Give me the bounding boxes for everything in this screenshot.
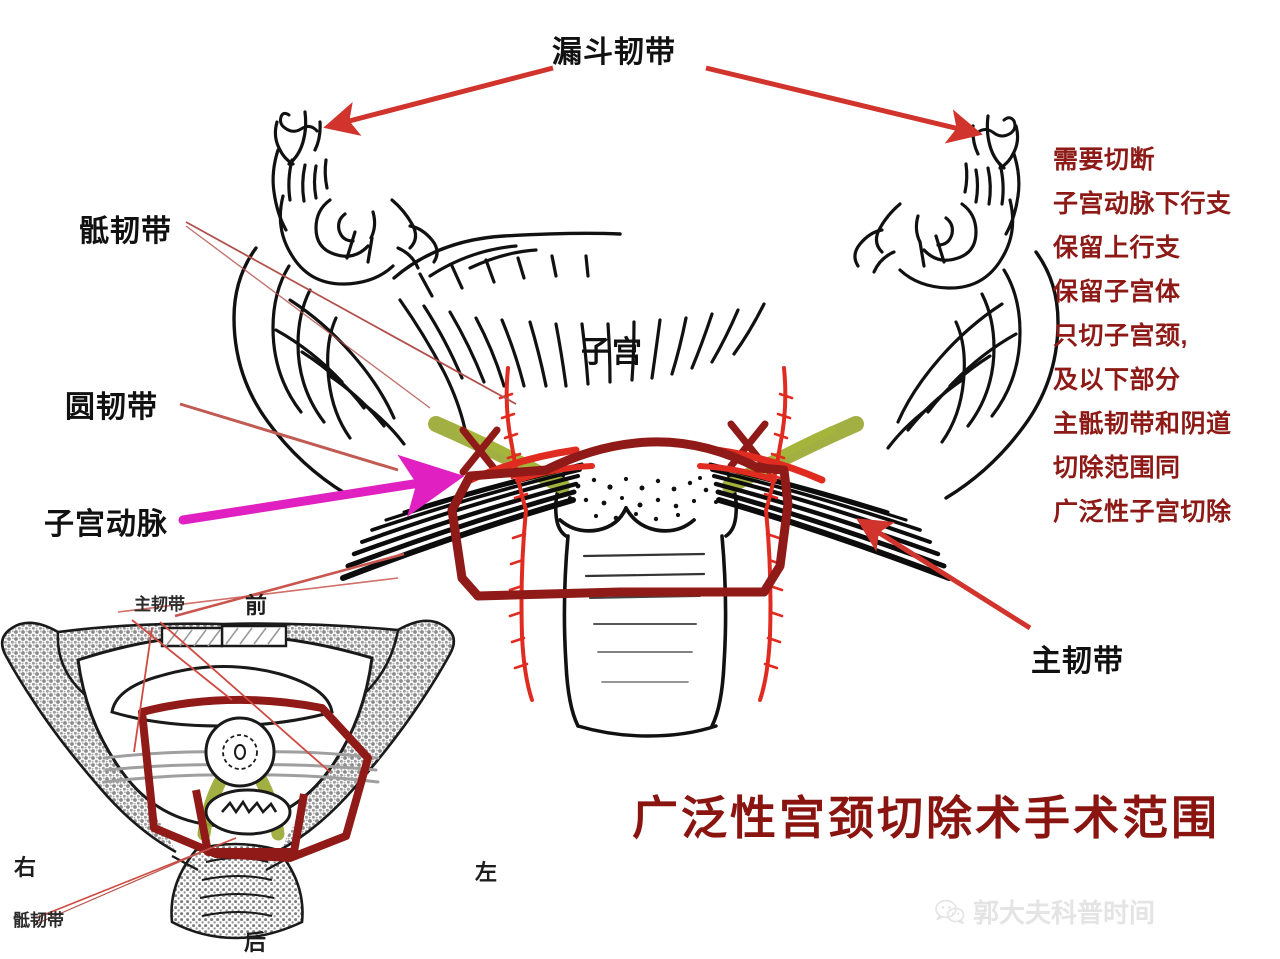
inset-label-posterior: 后 xyxy=(244,930,267,955)
label-infundibulopelvic-ligament: 漏斗韧带 xyxy=(552,36,676,69)
leader-lines xyxy=(117,65,1032,631)
annotation-line-2: 子宫动脉下行支 xyxy=(1053,190,1232,218)
vessel-lines xyxy=(466,366,826,702)
inset-label-anterior: 前 xyxy=(245,593,268,618)
label-round-ligament: 圆韧带 xyxy=(65,391,158,424)
annotation-line-9: 广泛性子宫切除 xyxy=(1053,498,1232,526)
label-uterine-artery: 子宫动脉 xyxy=(44,508,168,541)
uterus-line-art xyxy=(232,110,1060,738)
page-title: 广泛性宫颈切除术手术范围 xyxy=(632,792,1220,844)
pelvic-axial-inset xyxy=(0,619,456,940)
annotation-line-5: 只切子宫颈, xyxy=(1053,322,1188,350)
label-uterus: 子宫 xyxy=(581,336,643,369)
label-uterosacral-ligament: 骶韧带 xyxy=(79,215,172,248)
inset-label-cardinal-ligament: 主韧带 xyxy=(134,595,185,614)
annotation-line-6: 及以下部分 xyxy=(1053,366,1181,394)
watermark-text: 郭大夫科普时间 xyxy=(973,898,1156,928)
annotation-line-4: 保留子宫体 xyxy=(1053,278,1181,306)
annotation-line-3: 保留上行支 xyxy=(1053,234,1181,262)
wechat-icon xyxy=(935,899,965,924)
inset-label-right: 右 xyxy=(14,855,37,880)
label-cardinal-ligament: 主韧带 xyxy=(1031,645,1124,678)
inset-label-left: 左 xyxy=(475,860,498,885)
annotation-line-1: 需要切断 xyxy=(1053,146,1156,174)
inset-label-uterosacral-ligament: 骶韧带 xyxy=(13,911,64,930)
annotation-line-8: 切除范围同 xyxy=(1053,454,1181,482)
cardinal-ligament-bands xyxy=(340,462,952,581)
watermark: 郭大夫科普时间 xyxy=(935,893,1155,930)
annotation-line-7: 主骶韧带和阴道 xyxy=(1053,410,1232,438)
